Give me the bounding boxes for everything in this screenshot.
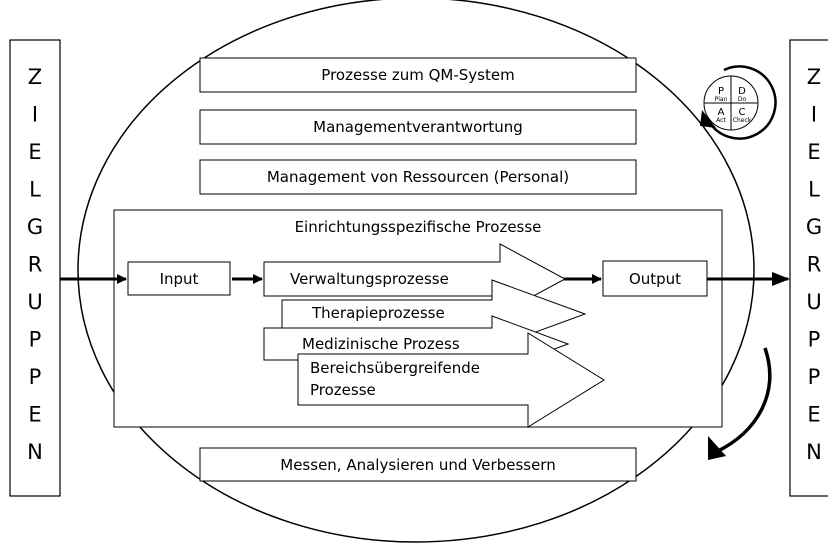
target-group-letter: U — [27, 290, 42, 314]
output-box — [602, 260, 708, 297]
target-group-letter: U — [806, 290, 821, 314]
target-group-letter: G — [806, 215, 822, 239]
cross-processes-label-line2: Prozesse — [310, 381, 376, 399]
pdca-check-letter: C — [739, 107, 746, 118]
resource-management-box — [199, 159, 637, 195]
pdca-act-label: Act — [716, 117, 726, 124]
pdca-do-label: Do — [738, 96, 747, 103]
specific-processes-label: Einrichtungsspezifische Prozesse — [295, 218, 542, 236]
pdca-do-letter: D — [738, 86, 746, 97]
target-group-letter: E — [807, 140, 820, 164]
management-responsibility-label: Managementverantwortung — [313, 118, 523, 136]
target-group-letter: R — [807, 253, 822, 277]
target-group-letter: P — [29, 365, 42, 389]
input-label: Input — [160, 270, 199, 288]
target-group-letter: I — [811, 103, 817, 127]
pdca-cycle-arrowhead — [700, 110, 716, 128]
medical-process-label: Medizinische Prozess — [302, 335, 460, 353]
right-target-group-box — [789, 39, 828, 497]
target-group-letter: N — [27, 440, 43, 464]
improvement-cycle-arrow — [715, 347, 772, 454]
target-group-letter: L — [29, 178, 41, 202]
target-group-letter: R — [28, 253, 43, 277]
left-target-group-box — [9, 39, 61, 497]
qm-processes-label: Prozesse zum QM-System — [321, 66, 514, 84]
cross-processes-arrow — [297, 332, 605, 428]
improvement-cycle-arrowhead — [708, 436, 726, 460]
cross-processes-label-line1: Bereichsübergreifende — [310, 359, 480, 377]
management-responsibility-box — [199, 109, 637, 145]
pdca-cycle-ring — [706, 65, 777, 140]
pdca-act-letter: A — [718, 107, 725, 118]
target-group-letter: E — [28, 140, 41, 164]
pdca-check-label: Check — [733, 117, 752, 124]
target-group-letter: P — [29, 328, 42, 352]
target-group-letter: Z — [28, 65, 42, 89]
measure-analyze-improve-box — [199, 447, 637, 482]
output-label: Output — [629, 270, 681, 288]
target-group-letter: E — [28, 403, 41, 427]
target-group-letter: L — [808, 178, 820, 202]
resource-management-label: Management von Ressourcen (Personal) — [267, 168, 569, 186]
target-group-letter: E — [807, 403, 820, 427]
system-ellipse — [77, 0, 755, 543]
target-group-letter: P — [808, 328, 821, 352]
target-group-letter: Z — [807, 65, 821, 89]
admin-processes-label: Verwaltungsprozesse — [290, 270, 449, 288]
target-group-letter: P — [808, 365, 821, 389]
pdca-plan-letter: P — [718, 86, 724, 97]
target-group-letter: N — [806, 440, 822, 464]
therapy-processes-label: Therapieprozesse — [311, 304, 445, 322]
qm-processes-box — [199, 57, 637, 93]
target-group-letter: I — [32, 103, 38, 127]
pdca-plan-label: Plan — [715, 96, 728, 103]
measure-analyze-improve-label: Messen, Analysieren und Verbessern — [280, 456, 555, 474]
target-group-letter: G — [27, 215, 43, 239]
pdca-cycle-icon: P Plan D Do A Act C Check — [700, 65, 777, 140]
input-box — [127, 261, 231, 296]
